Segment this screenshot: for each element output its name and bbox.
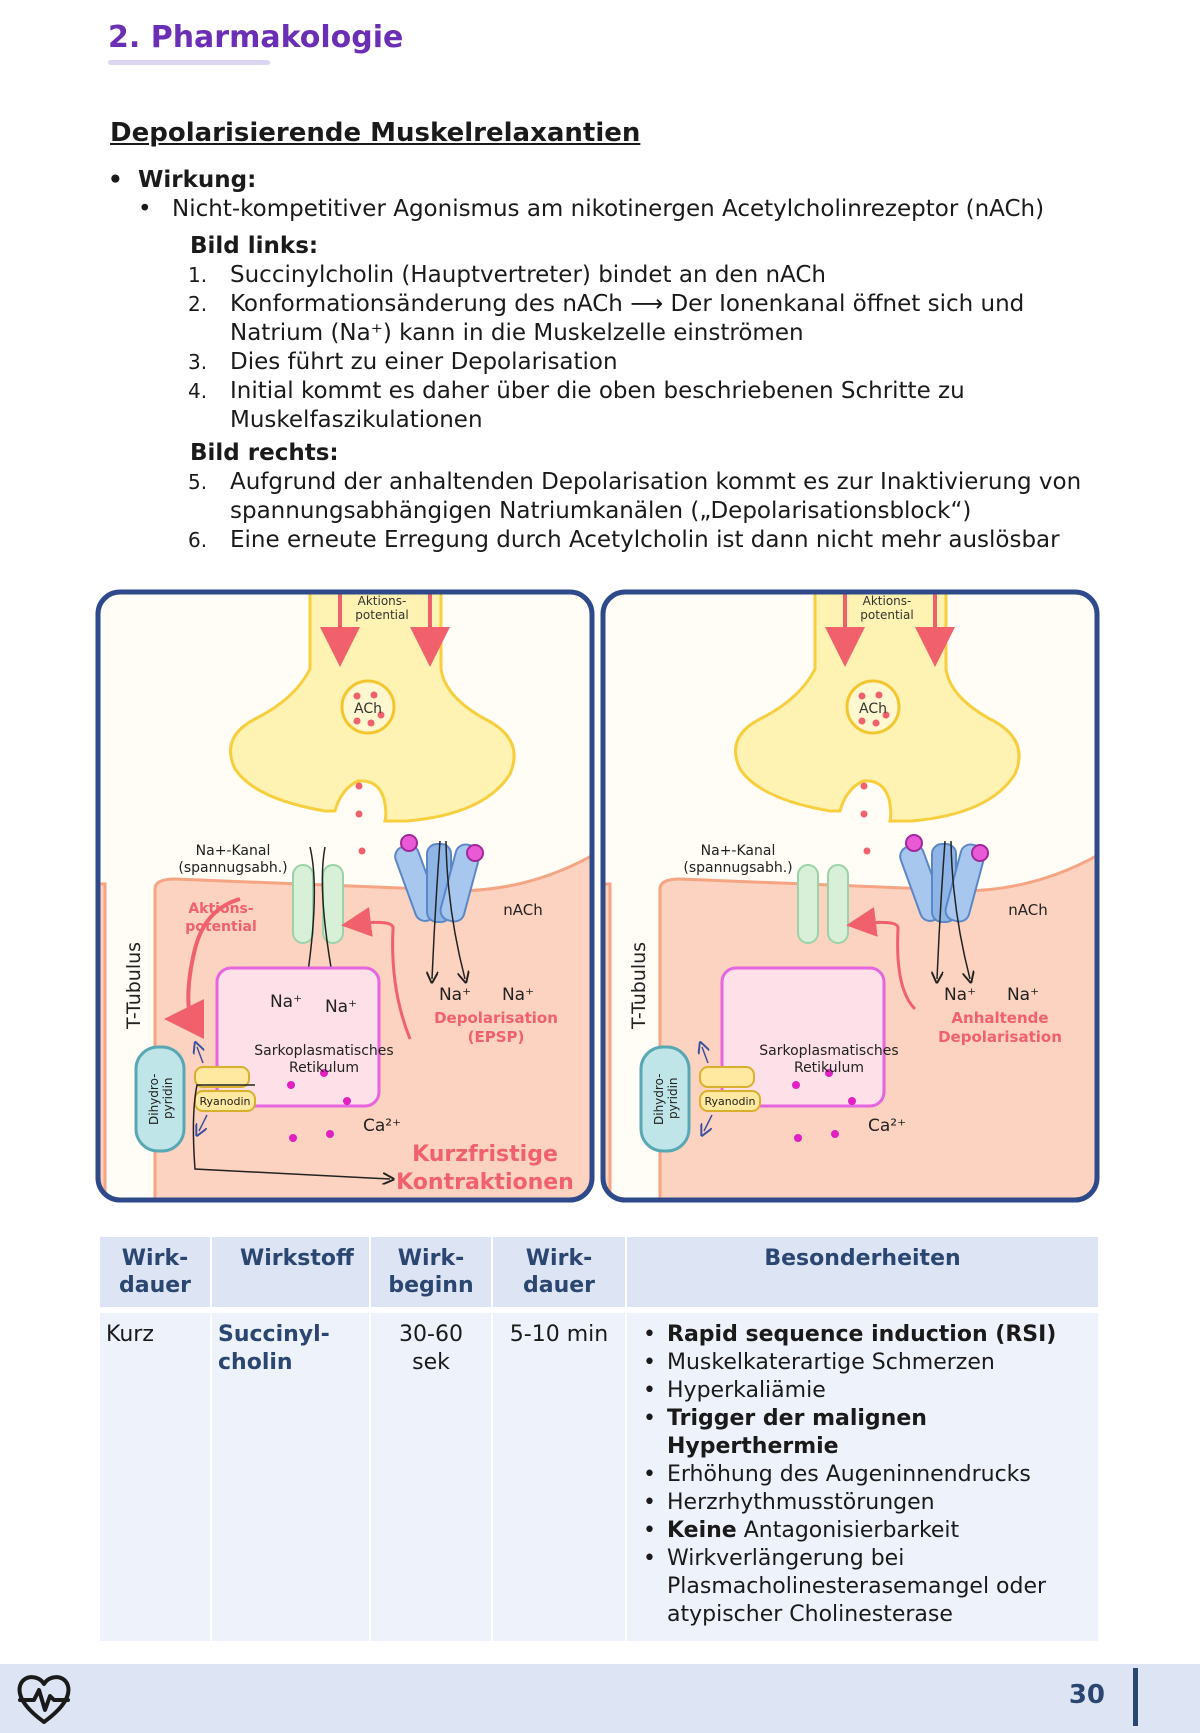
th-besonderheiten: Besonderheiten — [627, 1237, 1098, 1307]
list-item: 6.Eine erneute Erregung durch Acetylchol… — [188, 527, 1060, 553]
th-wirkstoff: Wirkstoff — [212, 1237, 369, 1307]
arrow-depol — [341, 906, 412, 1040]
svg-text:pyridin: pyridin — [666, 1077, 680, 1119]
drug-table: Wirk- dauer Wirkstoff Wirk- beginn Wirk-… — [98, 1237, 1100, 1641]
list-item: Rapid sequence induction (RSI) — [633, 1321, 1092, 1349]
label-ryanodin: Ryanodin — [199, 1095, 250, 1108]
cell-dauer: Kurz — [100, 1313, 210, 1641]
list-item: 2.Konformationsänderung des nACh ⟶ Der I… — [188, 291, 1025, 346]
svg-text:Depolarisation: Depolarisation — [938, 1028, 1062, 1046]
succinylcholin-molecule — [400, 834, 418, 852]
list-item: Hyperkaliämie — [633, 1377, 1092, 1405]
na-channel — [292, 864, 314, 944]
cell-beginn: 30-60 sek — [371, 1313, 491, 1641]
svg-text:Na⁺: Na⁺ — [439, 985, 471, 1005]
arrow-depol — [846, 906, 917, 1011]
na-channel-inactive — [797, 864, 819, 944]
label-sr: Sarkoplasmatisches — [254, 1043, 393, 1059]
th-wirkbeginn: Wirk- beginn — [371, 1237, 491, 1307]
sarkoplasmatisches-retikulum — [215, 966, 381, 1108]
label-kontraktionen: Kurzfristige — [412, 1142, 558, 1167]
label-na-kanal: Na+-Kanal — [196, 843, 271, 859]
svg-text:Na⁺: Na⁺ — [325, 997, 357, 1017]
footer: 30 — [0, 1664, 1200, 1733]
list-item: 5.Aufgrund der anhaltenden Depolarisatio… — [188, 469, 1082, 524]
label-nach: nACh — [503, 901, 543, 919]
list-item: 4.Initial kommt es daher über die oben b… — [188, 378, 965, 433]
figure-frame — [600, 589, 1100, 1203]
page-number: 30 — [1068, 1680, 1105, 1710]
label-t-tubulus: T-Tubulus — [628, 942, 650, 1030]
chapter-title: 2. Pharmakologie — [108, 20, 404, 55]
label-sr: Sarkoplasmatisches — [759, 1043, 898, 1059]
figure-left: Aktions- potential ACh Na+-Kanal (spannu… — [95, 589, 595, 1203]
wirkung-point: Nicht-kompetitiver Agonismus am nikotine… — [108, 195, 1108, 224]
label-aktionspotential: Aktions- — [863, 594, 912, 608]
label-dihydropyridin: Dihydro- — [652, 1074, 666, 1125]
ryanodin-receptor — [699, 1090, 761, 1112]
dihydropyridin-receptor — [639, 1045, 691, 1153]
label-aktionspotential: Aktions- — [358, 594, 407, 608]
svg-text:Retikulum: Retikulum — [794, 1060, 864, 1076]
svg-text:Retikulum: Retikulum — [289, 1060, 359, 1076]
dihydropyridin-receptor — [134, 1045, 186, 1153]
cell-wirkdauer: 5-10 min — [493, 1313, 625, 1641]
arrow-ttubulus — [164, 897, 241, 1039]
th-wirkdauer: Wirk- dauer — [100, 1237, 210, 1307]
wirkung-block: Wirkung: Nicht-kompetitiver Agonismus am… — [108, 166, 1108, 555]
bild-links-label: Bild links: — [190, 233, 319, 259]
table-row: Kurz Succinyl- cholin 30-60 sek 5-10 min… — [100, 1313, 1098, 1641]
label-ryanodin: Ryanodin — [704, 1095, 755, 1108]
wirkung-label: Wirkung: — [108, 166, 1108, 195]
svg-text:pyridin: pyridin — [161, 1077, 175, 1119]
list-item: Trigger der malignen Hyperthermie — [633, 1405, 1092, 1461]
list-item: Keine Antagonisierbarkeit — [633, 1517, 1092, 1545]
svg-text:Na⁺: Na⁺ — [944, 985, 976, 1005]
svg-text:potential: potential — [860, 608, 913, 622]
sarkoplasmatisches-retikulum — [720, 966, 886, 1108]
figure-right: Aktions- potential ACh Na+-Kanal (spannu… — [600, 589, 1100, 1203]
succinylcholin-molecule — [905, 834, 923, 852]
label-t-tubulus: T-Tubulus — [123, 942, 145, 1030]
list-item: 3.Dies führt zu einer Depolarisation — [188, 349, 618, 375]
svg-text:Na⁺: Na⁺ — [270, 992, 302, 1012]
label-depolarisation: Depolarisation — [434, 1009, 558, 1027]
label-na-kanal: Na+-Kanal — [701, 843, 776, 859]
section-title: Depolarisierende Muskelrelaxantien — [110, 118, 641, 148]
label-dihydropyridin: Dihydro- — [147, 1074, 161, 1125]
svg-text:potential: potential — [185, 919, 257, 935]
table-header-row: Wirk- dauer Wirkstoff Wirk- beginn Wirk-… — [100, 1237, 1098, 1307]
list-item: Muskelkaterartige Schmerzen — [633, 1349, 1092, 1377]
label-calcium: Ca²⁺ — [363, 1116, 401, 1136]
heart-pulse-icon — [17, 1675, 71, 1724]
bild-rechts-label: Bild rechts: — [190, 440, 339, 466]
list-item: Erhöhung des Augeninnendrucks — [633, 1461, 1092, 1489]
besonderheiten-list: Rapid sequence induction (RSI) Muskelkat… — [633, 1321, 1092, 1629]
list-item: Wirkverlängerung bei Plasmacholinesteras… — [633, 1545, 1092, 1629]
cell-wirkstoff: Succinyl- cholin — [212, 1313, 369, 1641]
page-bar — [1133, 1668, 1138, 1726]
svg-text:potential: potential — [355, 608, 408, 622]
chapter-underline — [108, 60, 270, 65]
svg-text:Na⁺: Na⁺ — [502, 985, 534, 1005]
label-calcium: Ca²⁺ — [868, 1116, 906, 1136]
label-ach: ACh — [354, 701, 382, 717]
svg-text:Kontraktionen: Kontraktionen — [396, 1170, 574, 1195]
svg-text:(EPSP): (EPSP) — [468, 1028, 525, 1046]
figure-frame — [95, 589, 595, 1203]
svg-text:Aktions-: Aktions- — [188, 901, 254, 917]
label-anhaltende-depolarisation: Anhaltende — [951, 1009, 1048, 1027]
svg-text:(spannugsabh.): (spannugsabh.) — [178, 860, 287, 876]
list-item: Herzrhythmusstörungen — [633, 1489, 1092, 1517]
label-nach: nACh — [1008, 901, 1048, 919]
cell-besonderheiten: Rapid sequence induction (RSI) Muskelkat… — [627, 1313, 1098, 1641]
th-wirkdauer-2: Wirk- dauer — [493, 1237, 625, 1307]
label-ach: ACh — [859, 701, 887, 717]
svg-text:(spannugsabh.): (spannugsabh.) — [683, 860, 792, 876]
svg-text:Na⁺: Na⁺ — [1007, 985, 1039, 1005]
list-item: 1.Succinylcholin (Hauptvertreter) bindet… — [188, 262, 827, 288]
